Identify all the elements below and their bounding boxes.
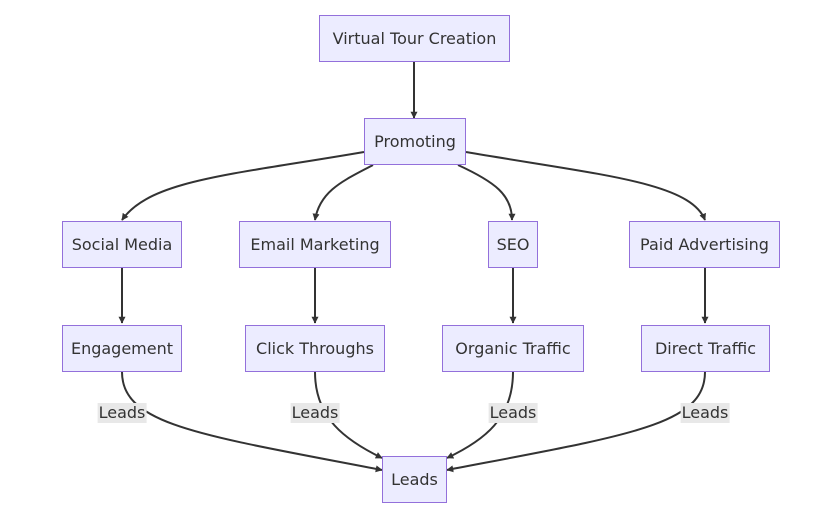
edge-direct-traffic-to-leads <box>446 371 706 473</box>
edge-promoting-to-email-marketing <box>312 164 374 221</box>
node-click-throughs: Click Throughs <box>245 325 385 372</box>
edge-label-organic-traffic-leads: Leads <box>488 403 538 423</box>
node-leads: Leads <box>382 456 447 503</box>
node-promoting: Promoting <box>364 118 466 165</box>
edge-click-throughs-to-leads <box>314 371 383 459</box>
edge-engagement-to-leads <box>121 371 383 473</box>
edge-label-click-throughs-leads: Leads <box>290 403 340 423</box>
edge-promoting-to-social-media <box>121 151 365 221</box>
node-direct-traffic: Direct Traffic <box>641 325 770 372</box>
node-seo: SEO <box>488 221 538 268</box>
edge-promoting-to-paid-advertising <box>465 151 706 221</box>
node-virtual-tour-creation: Virtual Tour Creation <box>319 15 510 62</box>
node-social-media: Social Media <box>62 221 182 268</box>
edge-organic-traffic-to-leads <box>446 371 514 459</box>
node-paid-advertising: Paid Advertising <box>629 221 780 268</box>
node-email-marketing: Email Marketing <box>239 221 391 268</box>
edge-label-direct-traffic-leads: Leads <box>680 403 730 423</box>
node-engagement: Engagement <box>62 325 182 372</box>
node-organic-traffic: Organic Traffic <box>442 325 584 372</box>
edge-promoting-to-seo <box>457 164 516 221</box>
edge-label-engagement-leads: Leads <box>97 403 147 423</box>
